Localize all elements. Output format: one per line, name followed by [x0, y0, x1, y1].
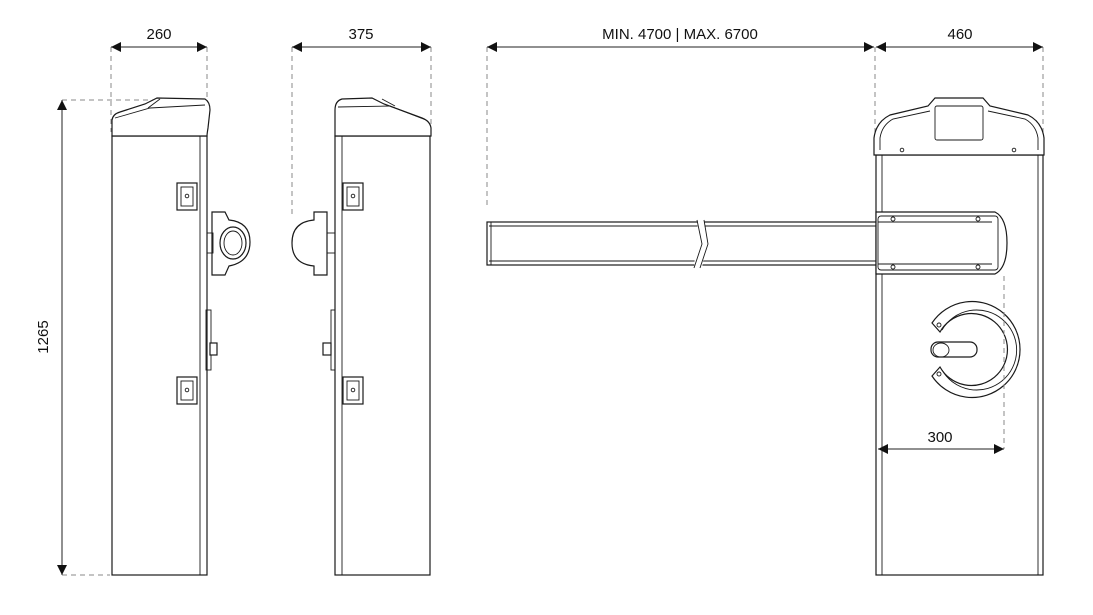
boom-holder — [875, 211, 1008, 275]
barrier-front-view — [486, 97, 1045, 576]
dimension-460: 460 — [876, 26, 1043, 52]
extension-lines — [62, 47, 1044, 576]
dimension-label-460: 460 — [947, 26, 972, 43]
barrier-side-view-left — [111, 97, 251, 576]
boom-hub-side — [206, 211, 251, 276]
dimension-boom-length: MIN. 4700 | MAX. 6700 — [487, 26, 874, 52]
dimension-label-1265: 1265 — [35, 320, 52, 353]
dimension-label-boom: MIN. 4700 | MAX. 6700 — [602, 26, 758, 43]
barrier-side-view-right — [291, 97, 432, 576]
dimension-300: 300 — [878, 276, 1005, 454]
boom-arm — [486, 219, 878, 269]
dimension-label-300: 300 — [927, 429, 952, 446]
dimension-260: 260 — [111, 26, 207, 52]
dimension-label-260: 260 — [146, 26, 171, 43]
dimension-label-375: 375 — [348, 26, 373, 43]
release-lock — [930, 300, 1021, 399]
dimension-375: 375 — [292, 26, 431, 52]
dimension-1265: 1265 — [35, 100, 67, 575]
boom-hub-cover — [291, 211, 328, 276]
